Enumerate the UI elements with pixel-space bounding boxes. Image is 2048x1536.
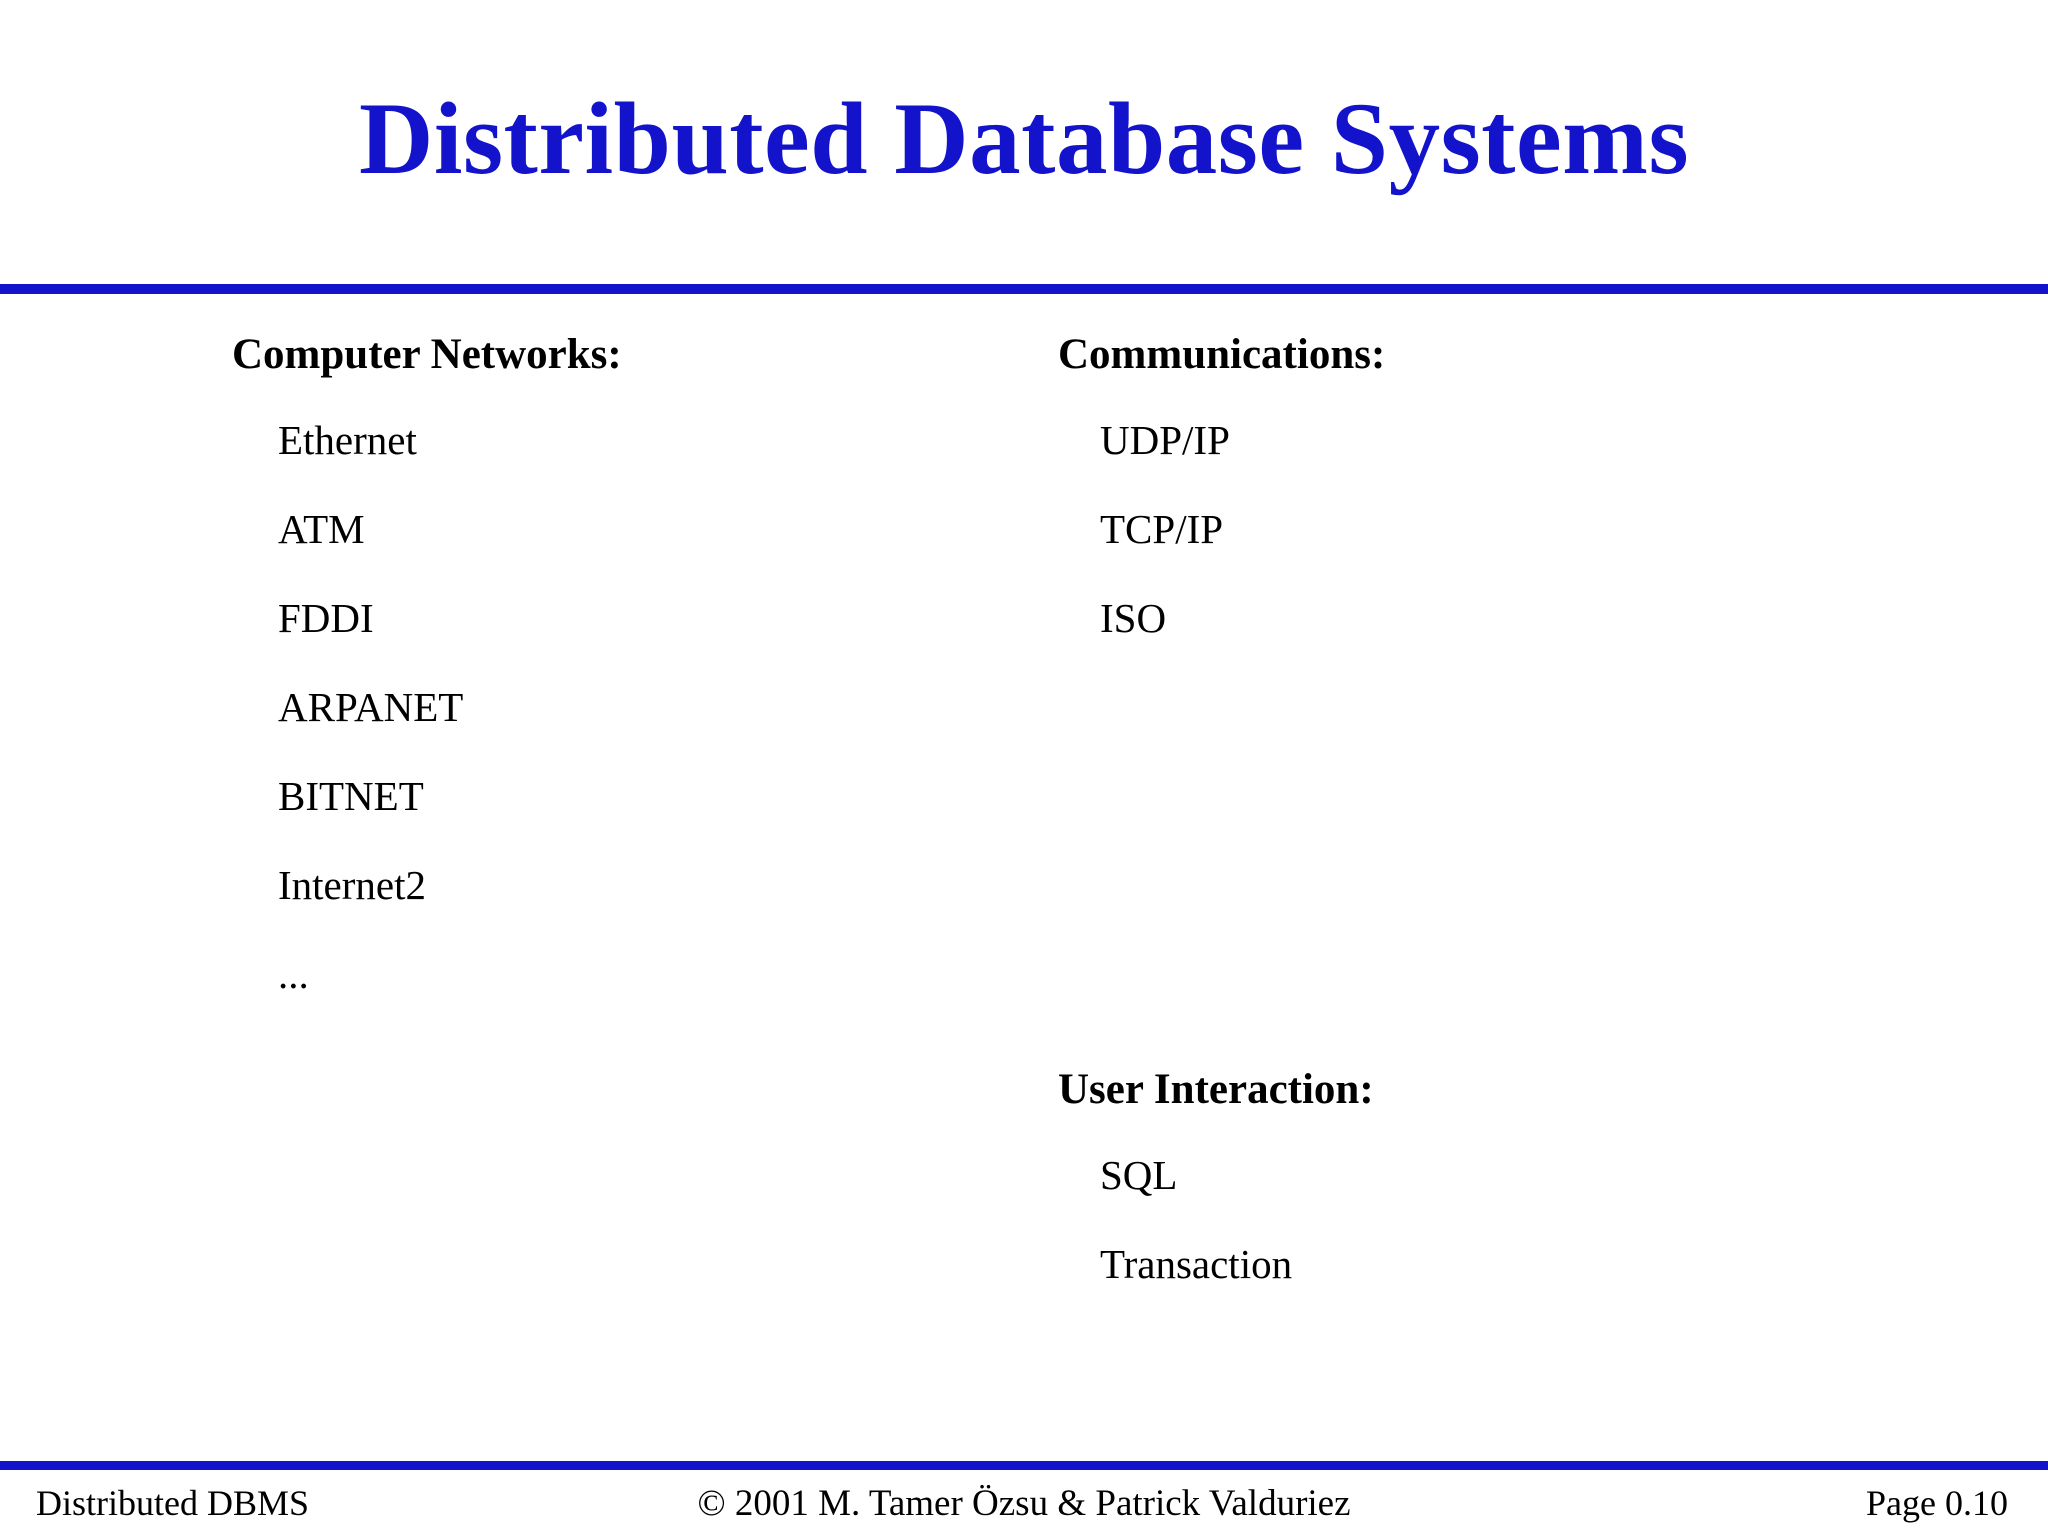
list-item: UDP/IP <box>1100 417 1230 463</box>
list-item: ISO <box>1100 595 1167 641</box>
section-heading-communications: Communications: <box>1058 331 1386 378</box>
footer-course-label: Distributed DBMS <box>36 1483 310 1523</box>
section-user-interaction: User Interaction: SQL Transaction <box>1058 1068 1374 1333</box>
list-user-interaction: SQL Transaction <box>1100 1155 1374 1285</box>
slide-footer: Distributed DBMS © 2001 M. Tamer Özsu & … <box>0 1482 2048 1536</box>
section-computer-networks: Computer Networks: Ethernet ATM FDDI ARP… <box>232 333 622 1043</box>
list-item: ARPANET <box>278 684 464 730</box>
list-item: FDDI <box>278 595 374 641</box>
list-item: BITNET <box>278 773 424 819</box>
section-heading-computer-networks: Computer Networks: <box>232 331 622 378</box>
section-heading-user-interaction: User Interaction: <box>1058 1066 1374 1113</box>
list-item: ... <box>278 951 309 997</box>
page-title: Distributed Database Systems <box>358 82 1690 196</box>
list-item: SQL <box>1100 1152 1178 1198</box>
list-item: Transaction <box>1100 1241 1293 1287</box>
list-item: TCP/IP <box>1100 506 1224 552</box>
list-item: Internet2 <box>278 862 426 908</box>
list-communications: UDP/IP TCP/IP ISO <box>1100 420 1385 639</box>
footer-copyright: © 2001 M. Tamer Özsu & Patrick Valduriez <box>697 1483 1351 1524</box>
list-item: ATM <box>278 506 365 552</box>
list-item: Ethernet <box>278 417 417 463</box>
list-computer-networks: Ethernet ATM FDDI ARPANET BITNET Interne… <box>278 420 622 995</box>
header-divider <box>0 284 2048 294</box>
section-communications: Communications: UDP/IP TCP/IP ISO <box>1058 333 1385 687</box>
footer-page-number: Page 0.10 <box>1866 1483 2008 1523</box>
footer-divider <box>0 1461 2048 1470</box>
